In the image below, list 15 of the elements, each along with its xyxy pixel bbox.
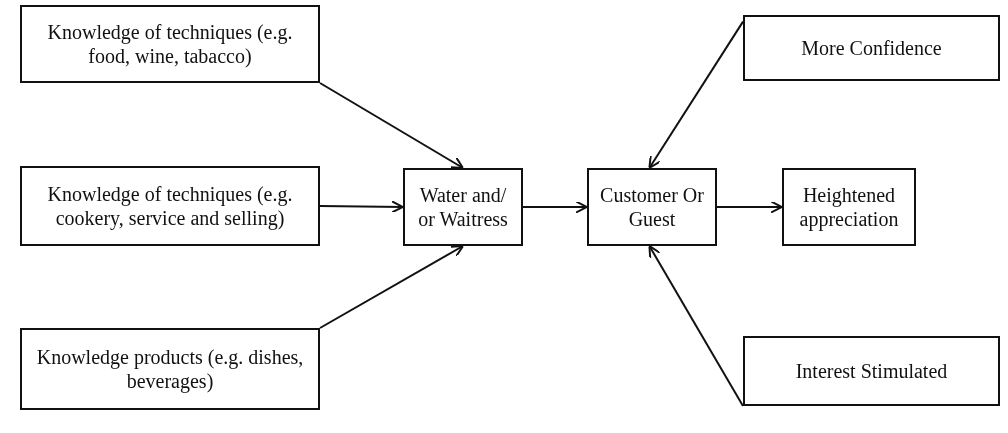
- arrow: [648, 20, 744, 169]
- text-box: Knowledge of techniques (e.g. cookery, service and selling): [20, 166, 320, 246]
- text-box: Knowledge products (e.g. dishes, beverages): [20, 328, 320, 410]
- text-box: Customer Or Guest: [587, 168, 717, 246]
- text-box: More Confidence: [743, 15, 1000, 81]
- arrow: [522, 200, 588, 214]
- text-box: Water and/ or Waitress: [403, 168, 523, 246]
- text-box: Knowledge of techniques (e.g. food, wine, tabacco): [20, 5, 320, 83]
- text-box: Interest Stimulated: [743, 336, 1000, 406]
- text-box: Heightened appreciation: [782, 168, 916, 246]
- arrow: [319, 82, 464, 169]
- arrow: [648, 245, 744, 407]
- arrow: [319, 245, 464, 329]
- arrow: [716, 200, 783, 214]
- arrow: [319, 200, 404, 214]
